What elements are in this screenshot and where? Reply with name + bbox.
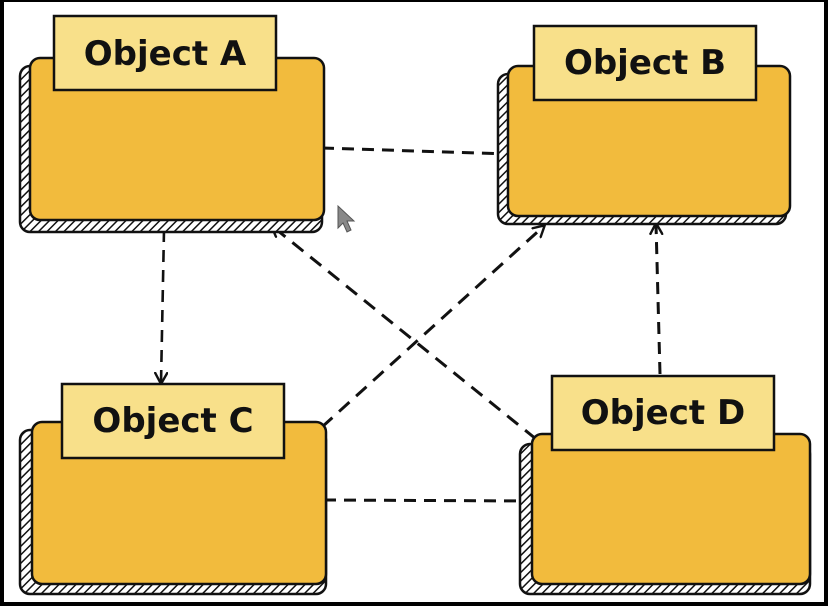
node-label: Object B xyxy=(564,43,726,83)
folder-body xyxy=(530,432,812,586)
connectors-layer xyxy=(161,146,660,501)
folder-tab xyxy=(532,24,758,102)
arrow-d-to-a xyxy=(272,226,537,441)
folder-tab xyxy=(52,14,278,92)
node-object-c[interactable]: Object C xyxy=(18,382,328,596)
folder-tab xyxy=(550,374,776,452)
node-label: Object D xyxy=(581,393,745,433)
node-object-d[interactable]: Object D xyxy=(518,374,812,596)
node-label: Object A xyxy=(84,34,247,74)
arrow-d-to-b xyxy=(656,224,660,375)
node-object-b[interactable]: Object B xyxy=(496,24,792,226)
arrow-a-to-b xyxy=(321,146,509,154)
node-object-a[interactable]: Object A xyxy=(18,14,326,234)
arrow-a-to-c xyxy=(161,229,164,383)
node-label: Object C xyxy=(92,401,253,441)
folder-tab xyxy=(60,382,286,460)
diagram-canvas: Object A Object B Object C Ob xyxy=(4,2,824,602)
arrow-c-to-b xyxy=(320,226,544,429)
diagram-svg: Object A Object B Object C Ob xyxy=(18,14,812,596)
mouse-cursor-icon xyxy=(337,204,356,233)
arrow-c-to-d xyxy=(323,500,532,501)
